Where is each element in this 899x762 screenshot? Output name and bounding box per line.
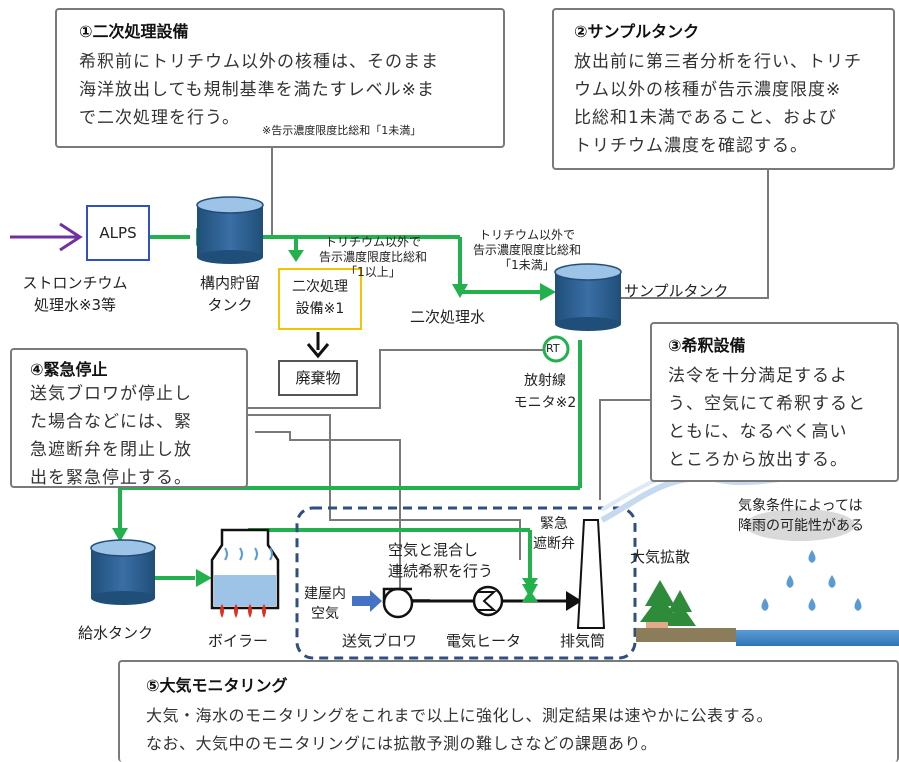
diffusion-label: 大気拡散 (630, 548, 691, 566)
emergency-stop-callout: ④緊急停止 送気ブロワが停止し た場合などには、緊 急遮断弁を閉止し放 出を緊急… (10, 348, 248, 488)
secondary-treatment-label-1: 二次処理 (292, 279, 348, 295)
storage-tank-shape (196, 196, 264, 264)
stack-label: 排気筒 (560, 632, 606, 650)
indoor-air-label-2: 空気 (311, 606, 339, 622)
storage-label-2: タンク (207, 296, 253, 314)
inflow-arrow (10, 222, 83, 252)
alps-label: ALPS (99, 224, 137, 242)
strontium-label-1: ストロンチウム (22, 274, 128, 292)
storage-label-1: 構内貯留 (199, 274, 260, 292)
secondary-treatment-title: ①二次処理設備 (79, 22, 189, 41)
waste-arrow (306, 332, 330, 359)
mix-label-2: 連続希釈を行う (388, 562, 494, 580)
emergency-stop-text-1: 送気ブロワが停止し (30, 384, 192, 404)
below-limit-label: トリチウム以外で 告示濃度限度比総和 「1未満」 (462, 228, 592, 273)
air-monitoring-text-2: なお、大気中のモニタリングには拡散予測の難しさなどの課題あり。 (146, 734, 658, 753)
indoor-air-label: 建屋内 空気 (300, 584, 350, 624)
emergency-stop-title: ④緊急停止 (30, 360, 108, 379)
dilution-text-4: ところから放出する。 (668, 450, 848, 470)
valve-label-2: 遮断弁 (533, 536, 575, 552)
dilution-text-1: 法令を十分満足するよ (668, 366, 848, 386)
above-limit-line-2: 告示濃度限度比総和 (318, 250, 427, 264)
alps-box: ALPS (86, 205, 150, 261)
above-limit-line-1: トリチウム以外で (324, 235, 421, 249)
sample-tank-text-3: 比総和1未満であること、および (574, 108, 837, 128)
raindrop-icons (761, 550, 862, 611)
valve-label-1: 緊急 (540, 516, 568, 532)
air-monitoring-callout: ⑤大気モニタリング 大気・海水のモニタリングをこれまで以上に強化し、測定結果は速… (118, 660, 899, 762)
secondary-treatment-label-2: 設備※1 (295, 301, 345, 317)
heater-shape (472, 585, 504, 617)
feed-tank-label: 給水タンク (78, 624, 154, 642)
mix-label: 空気と混合し 連続希釈を行う (388, 540, 493, 582)
sample-tank-title: ②サンプルタンク (574, 22, 700, 41)
below-limit-line-3: 「1未満」 (499, 258, 555, 272)
weather-label-2: 降雨の可能性がある (738, 518, 864, 534)
secondary-treatment-note: ※告示濃度限度比総和「1未満」 (262, 124, 422, 137)
radiation-label-1: 放射線 (524, 373, 566, 389)
below-limit-line-1: トリチウム以外で (478, 228, 575, 242)
waste-box: 廃棄物 (278, 360, 358, 396)
sample-tank-text-1: 放出前に第三者分析を行い、トリチ (574, 52, 862, 72)
weather-label: 気象条件によっては 降雨の可能性がある (738, 496, 864, 536)
sample-tank-label: サンプルタンク (624, 282, 729, 300)
above-limit-label: トリチウム以外で 告示濃度限度比総和 「1以上」 (308, 235, 438, 280)
heater-label: 電気ヒータ (446, 632, 522, 650)
above-limit-line-3: 「1以上」 (345, 265, 401, 279)
emergency-stop-text-4: 出を緊急停止する。 (30, 468, 192, 488)
secondary-treatment-box: 二次処理 設備※1 (278, 268, 362, 330)
dilution-text-3: ともに、なるべく高い (668, 422, 848, 442)
below-limit-line-2: 告示濃度限度比総和 (472, 243, 581, 257)
indoor-air-label-1: 建屋内 (304, 586, 346, 602)
blower-label: 送気ブロワ (342, 632, 418, 650)
ground (636, 628, 736, 642)
cloud-icon (745, 509, 855, 541)
valve-shape (522, 578, 538, 602)
radiation-label-2: モニタ※2 (513, 395, 577, 411)
emergency-stop-text-3: 急遮断弁を閉止し放 (30, 440, 192, 460)
indoor-air-arrow (352, 590, 382, 612)
weather-label-1: 気象条件によっては (738, 498, 863, 514)
sea (736, 630, 899, 646)
callout-connectors (248, 148, 769, 601)
tree-icon (640, 580, 696, 626)
air-monitoring-text-1: 大気・海水のモニタリングをこれまで以上に強化し、測定結果は速やかに公表する。 (146, 706, 774, 725)
sample-tank-shape (554, 263, 622, 331)
air-monitoring-title: ⑤大気モニタリング (146, 676, 288, 695)
secondary-treatment-text-2: 海洋放出しても規制基準を満たすレベル※ま (79, 80, 435, 100)
treated-water-label: 二次処理水 (410, 308, 486, 326)
feed-tank-shape (90, 539, 156, 605)
boiler-shape (210, 528, 280, 618)
strontium-water-label: ストロンチウム 処理水※3等 (5, 272, 145, 316)
waste-label: 廃棄物 (295, 369, 341, 387)
stack-shape (576, 519, 606, 629)
sample-tank-text-4: トリチウム濃度を確認する。 (574, 136, 808, 156)
dilution-title: ③希釈設備 (668, 336, 746, 355)
storage-tank-label: 構内貯留 タンク (186, 272, 274, 316)
rt-label: RT (546, 342, 560, 355)
radiation-monitor-label: 放射線 モニタ※2 (505, 370, 585, 414)
secondary-treatment-text-1: 希釈前にトリチウム以外の核種は、そのまま (79, 52, 439, 72)
secondary-treatment-text-3: で二次処理を行う。 (79, 108, 240, 128)
strontium-label-2: 処理水※3等 (33, 296, 117, 314)
dilution-text-2: う、空気にて希釈すると (668, 394, 866, 414)
emergency-stop-text-2: た場合などには、緊 (30, 412, 192, 432)
radiation-monitor-icon (542, 335, 570, 363)
dilution-callout: ③希釈設備 法令を十分満足するよ う、空気にて希釈すると ともに、なるべく高い … (650, 322, 899, 482)
boiler-label: ボイラー (208, 632, 269, 650)
dilution-area-border (295, 506, 637, 660)
valve-label: 緊急 遮断弁 (528, 514, 580, 554)
sample-tank-callout: ②サンプルタンク 放出前に第三者分析を行い、トリチ ウム以外の核種が告示濃度限度… (552, 8, 895, 170)
blower-shape (382, 587, 414, 619)
sample-tank-text-2: ウム以外の核種が告示濃度限度※ (574, 80, 842, 100)
secondary-treatment-callout: ①二次処理設備 希釈前にトリチウム以外の核種は、そのまま 海洋放出しても規制基準… (55, 8, 505, 148)
mix-label-1: 空気と混合し (388, 541, 479, 559)
